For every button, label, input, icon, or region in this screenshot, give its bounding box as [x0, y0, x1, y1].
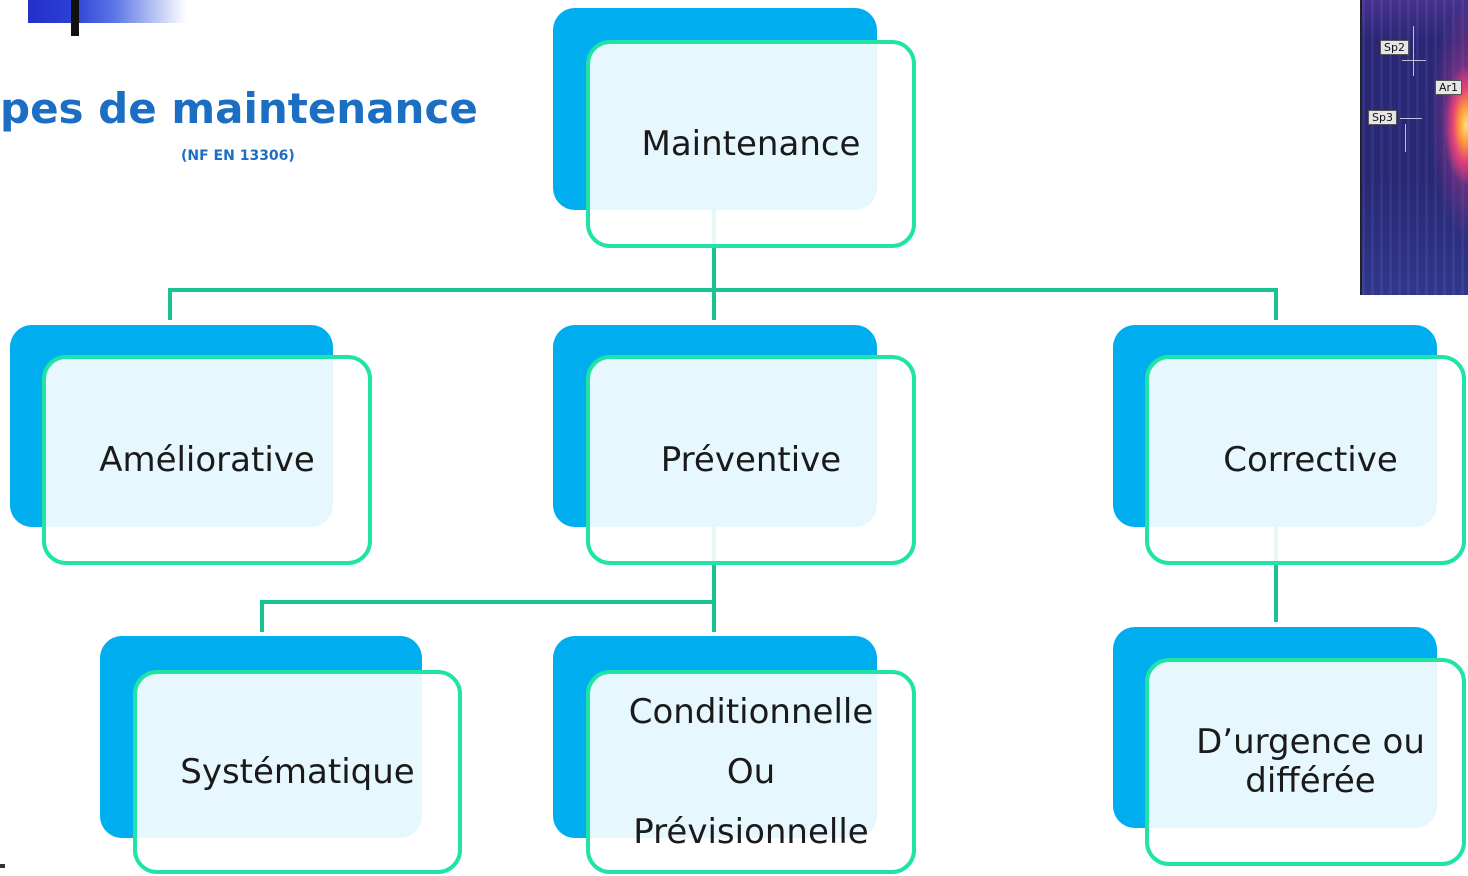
- node-urgence: D’urgence ou différée: [1145, 658, 1466, 866]
- node-ameliorative: Améliorative: [42, 355, 372, 565]
- node-preventive: Préventive: [586, 355, 916, 565]
- node-label: Améliorative: [99, 440, 315, 480]
- node-label-line: Ou: [726, 752, 776, 792]
- logo-stem: [71, 0, 79, 36]
- node-label-line: différée: [1245, 761, 1376, 801]
- node-label-line: Conditionnelle: [628, 692, 874, 732]
- node-maintenance: Maintenance: [586, 40, 916, 248]
- slide-marker: [0, 864, 5, 868]
- logo-bar: [28, 0, 186, 23]
- node-label: Préventive: [660, 440, 842, 480]
- node-label-line: D’urgence ou: [1196, 722, 1425, 762]
- thermal-label-ar1: Ar1: [1435, 80, 1463, 95]
- node-conditionnelle: Conditionnelle Ou Prévisionnelle: [586, 670, 916, 874]
- slide-subtitle: (NF EN 13306): [181, 148, 295, 164]
- node-label: Corrective: [1223, 440, 1398, 480]
- node-systematique: Systématique: [133, 670, 462, 874]
- crosshair-line: [1400, 118, 1422, 119]
- crosshair-line: [1413, 26, 1414, 76]
- node-label-line: Prévisionnelle: [633, 812, 869, 852]
- thermal-image: Sp2 Ar1 Sp3: [1360, 0, 1468, 295]
- node-label: Systématique: [180, 752, 415, 792]
- crosshair-line: [1405, 124, 1406, 152]
- slide-title: pes de maintenance: [0, 84, 478, 133]
- crosshair-line: [1402, 60, 1426, 61]
- thermal-label-sp2: Sp2: [1380, 40, 1409, 55]
- node-corrective: Corrective: [1145, 355, 1466, 565]
- thermal-label-sp3: Sp3: [1368, 110, 1397, 125]
- node-label: Maintenance: [641, 124, 861, 164]
